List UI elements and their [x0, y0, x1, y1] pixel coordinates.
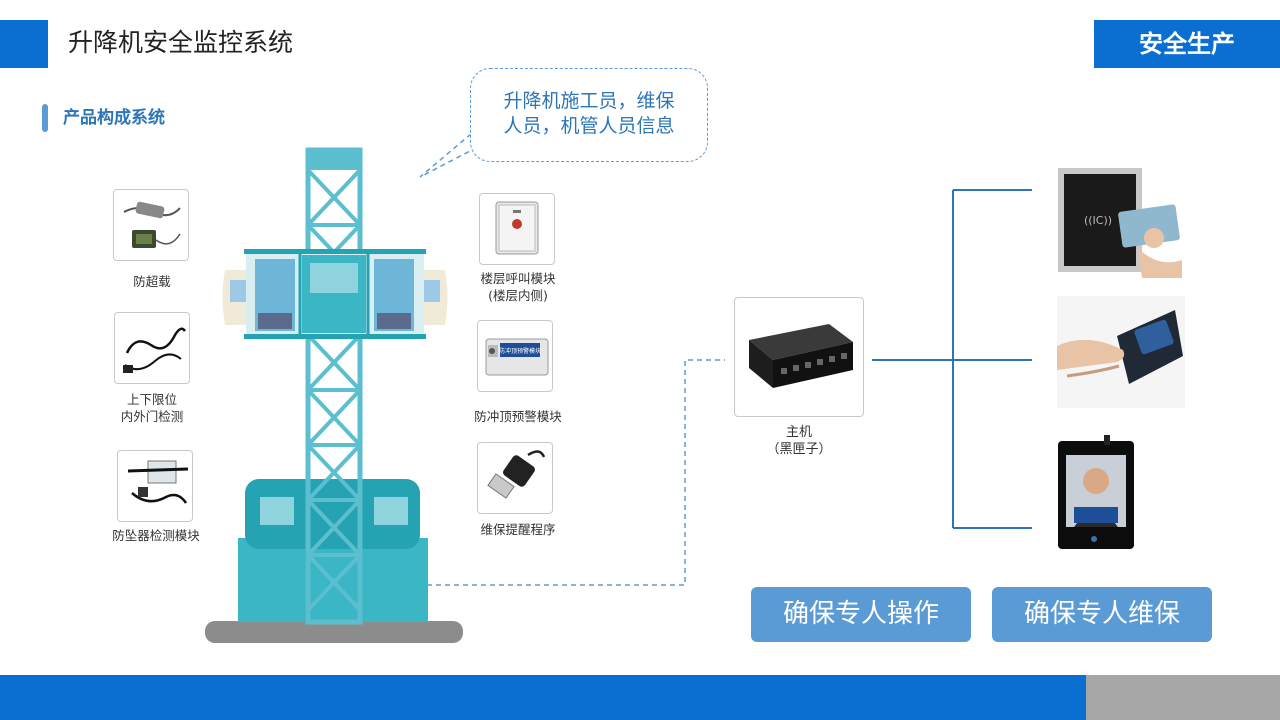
page-title: 升降机安全监控系统	[68, 28, 294, 57]
anti-top-card: 防冲顶预警模块	[477, 320, 553, 392]
fingerprint-scanner-photo	[1057, 296, 1185, 408]
ic-card-reader-icon: ((IC))	[1058, 168, 1182, 278]
section-title: 产品构成系统	[63, 108, 165, 128]
limit-switch-label-line1: 上下限位	[126, 392, 177, 407]
call-button-box-icon	[495, 201, 539, 255]
anti-top-device-text: 防冲顶预警模块	[499, 347, 541, 355]
overload-sensor-icon	[123, 201, 181, 248]
header-accent-block	[0, 20, 48, 68]
anti-top-label-text: 防冲顶预警模块	[474, 409, 562, 424]
construction-elevator-illustration	[205, 147, 463, 643]
fingerprint-scanner-icon	[1057, 296, 1185, 408]
fall-detector-card	[117, 450, 193, 522]
limit-switch-cable-icon	[123, 327, 187, 373]
dedicated-maintenance-button[interactable]: 确保专人维保	[992, 587, 1212, 642]
maintenance-reminder-card	[477, 442, 553, 514]
bubble-line-1: 升降机施工员，维保	[503, 90, 675, 112]
face-recognition-terminal-icon	[1058, 435, 1134, 549]
floor-call-label-line1: 楼层呼叫模块	[480, 271, 556, 286]
footer-bar-gray	[1086, 675, 1280, 720]
fall-detector-label-text: 防坠器检测模块	[112, 528, 200, 543]
face-terminal-photo	[1056, 435, 1136, 551]
host-label-line2: （黑匣子）	[766, 442, 832, 457]
floor-call-card	[479, 193, 555, 265]
limit-switch-label-line2: 内外门检测	[120, 409, 184, 424]
section-marker	[42, 104, 48, 132]
floor-call-label-line2: (楼层内侧)	[488, 288, 548, 303]
host-label: 主机 （黑匣子）	[744, 424, 854, 458]
host-label-line1: 主机	[785, 425, 812, 440]
black-box-host-icon	[749, 324, 853, 388]
personnel-info-bubble: 升降机施工员，维保 人员，机管人员信息	[470, 68, 708, 162]
limit-switch-card	[114, 312, 190, 384]
maintenance-reminder-label-text: 维保提醒程序	[480, 522, 556, 537]
overload-label: 防超载	[100, 273, 204, 290]
floor-call-label: 楼层呼叫模块 (楼层内侧)	[466, 270, 570, 304]
fall-detector-icon	[127, 460, 189, 504]
overload-module-card	[113, 189, 189, 261]
anti-top-alarm-module-icon: 防冲顶预警模块	[485, 338, 549, 376]
ic-card-text: ((IC))	[1084, 214, 1112, 227]
safety-badge: 安全生产	[1094, 20, 1280, 68]
footer-bar	[0, 675, 1086, 720]
dedicated-operation-button[interactable]: 确保专人操作	[751, 587, 971, 642]
fall-detector-label: 防坠器检测模块	[100, 527, 212, 544]
host-card	[734, 297, 864, 417]
ic-card-reader-photo: ((IC))	[1058, 168, 1185, 278]
bubble-line-2: 人员，机管人员信息	[503, 115, 675, 137]
limit-switch-label: 上下限位 内外门检测	[100, 391, 204, 425]
usb-plug-icon	[487, 450, 546, 499]
anti-top-label: 防冲顶预警模块	[466, 408, 570, 425]
maintenance-reminder-label: 维保提醒程序	[466, 521, 570, 538]
overload-label-text: 防超载	[133, 274, 171, 289]
